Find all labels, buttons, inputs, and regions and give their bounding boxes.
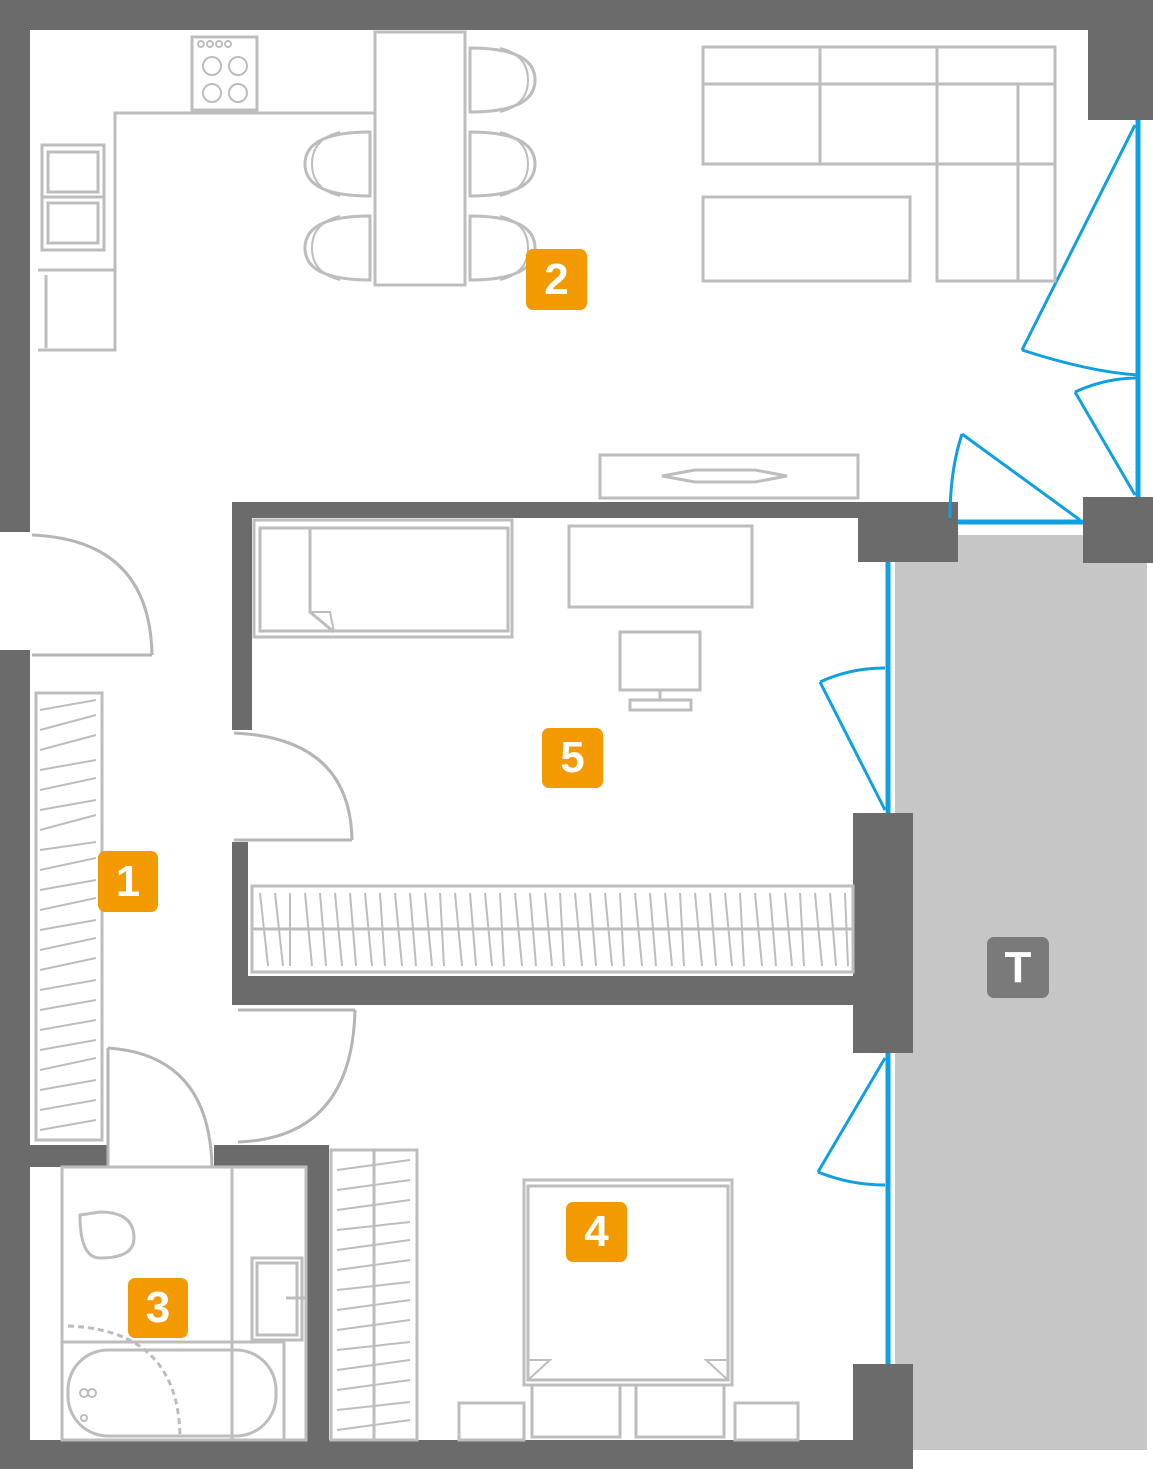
hall-furniture: [31, 533, 214, 1169]
room-label-study-bedroom: 5: [542, 728, 603, 788]
room-label-bathroom: 3: [128, 1278, 188, 1338]
kitchen-furniture: [38, 30, 537, 352]
bedroom-furniture: [237, 1008, 800, 1442]
bathroom-furniture: [60, 1165, 308, 1442]
room-label-hall: 1: [98, 851, 158, 912]
room-label-bedroom: 4: [566, 1202, 627, 1262]
glazing: [816, 120, 1141, 1364]
living-furniture: [598, 45, 1057, 500]
room-label-living-kitchen: 2: [526, 249, 587, 310]
study-furniture: [233, 518, 855, 974]
terrace-label: T: [987, 937, 1049, 998]
